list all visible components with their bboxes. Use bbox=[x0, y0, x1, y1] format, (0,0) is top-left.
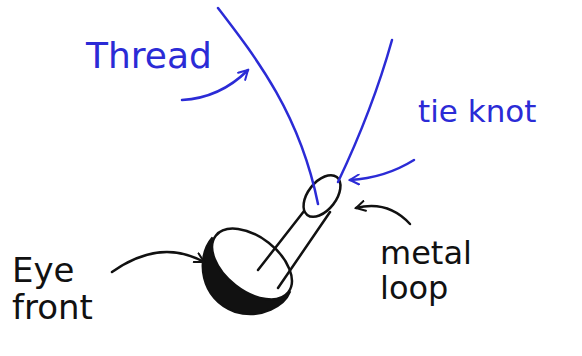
metal-loop-shape bbox=[258, 168, 348, 288]
callout-label: metal loop bbox=[380, 236, 510, 306]
callout-arrow bbox=[356, 206, 410, 224]
thread-lines bbox=[218, 8, 392, 204]
callout-label: Eye front bbox=[12, 252, 132, 327]
callout-arrow bbox=[350, 160, 414, 180]
callout-label: Thread bbox=[86, 36, 236, 76]
callout-arrow bbox=[112, 252, 204, 272]
callout-label: tie knot bbox=[418, 94, 578, 128]
